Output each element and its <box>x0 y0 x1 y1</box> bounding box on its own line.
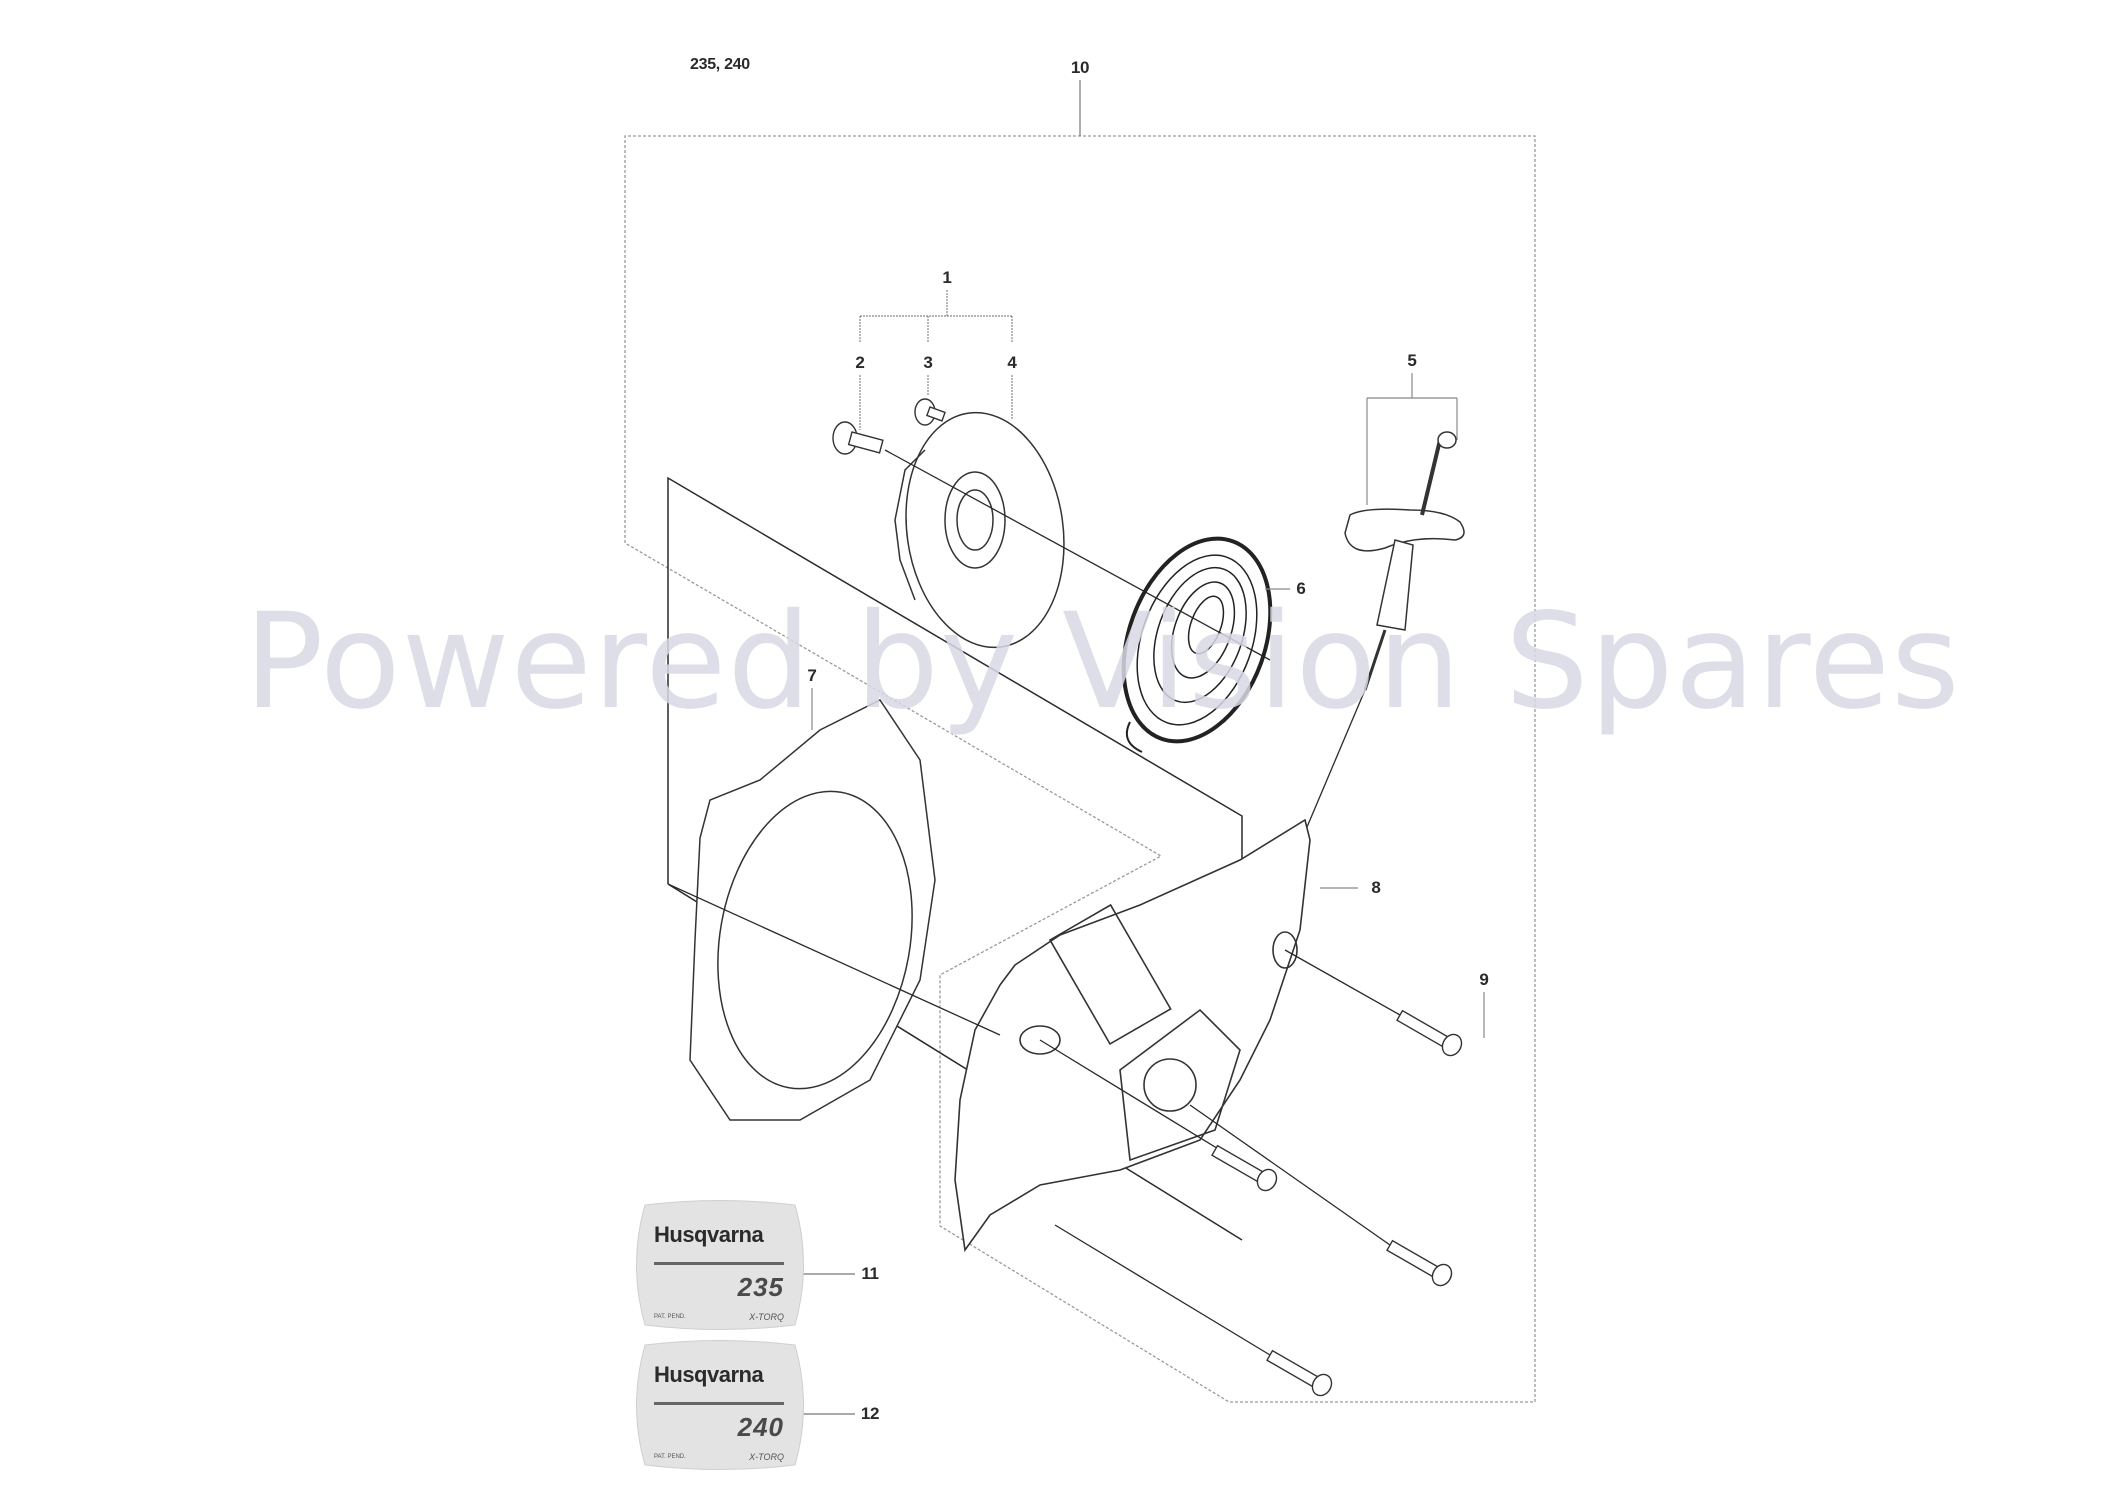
decal-shape-12 <box>636 1340 804 1470</box>
callout-5[interactable]: 5 <box>1407 351 1417 370</box>
decal-235: Husqvarna 235 PAT. PEND. X-TORQ <box>632 1196 804 1334</box>
model-label: 235, 240 <box>690 56 750 73</box>
decal-model-number: 235 <box>737 1272 784 1302</box>
callout-4[interactable]: 4 <box>1007 353 1017 372</box>
decal-patent-text: PAT. PEND. <box>654 1454 686 1460</box>
screw-part-9 <box>1211 1009 1463 1397</box>
leader-1-bracket <box>859 290 1013 430</box>
callout-12[interactable]: 12 <box>860 1404 880 1423</box>
callout-6[interactable]: 6 <box>1296 579 1306 598</box>
decal-series-text: X-TORQ <box>749 1312 784 1322</box>
assembly-boundary <box>624 135 1536 1403</box>
callout-10[interactable]: 10 <box>1070 58 1090 77</box>
decal-patent-text: PAT. PEND. <box>654 1314 686 1320</box>
callout-9[interactable]: 9 <box>1479 970 1489 989</box>
leader-5-bracket <box>1366 373 1458 505</box>
washer-part-3 <box>914 398 946 426</box>
callout-3[interactable]: 3 <box>923 353 933 372</box>
fan-guard-part-7 <box>689 699 936 1121</box>
starter-housing-part-8 <box>954 818 1311 1253</box>
callout-11[interactable]: 11 <box>861 1264 879 1283</box>
decal-series-text: X-TORQ <box>749 1452 784 1462</box>
decal-brand: Husqvarna <box>654 1222 764 1247</box>
starter-handle-part-5 <box>1344 431 1465 691</box>
decal-brand: Husqvarna <box>654 1362 764 1387</box>
callout-7[interactable]: 7 <box>807 666 817 685</box>
decal-shape-11 <box>636 1200 804 1330</box>
decal-model-number: 240 <box>737 1412 784 1442</box>
axis-line-pulley <box>884 449 1271 661</box>
callout-2[interactable]: 2 <box>855 353 865 372</box>
decal-divider <box>654 1402 784 1405</box>
screw-part-2 <box>832 421 884 455</box>
callout-8[interactable]: 8 <box>1371 878 1381 897</box>
assembly-axis-lines <box>667 883 1401 1356</box>
callout-1[interactable]: 1 <box>942 268 952 287</box>
decal-divider <box>654 1262 784 1265</box>
decal-240: Husqvarna 240 PAT. PEND. X-TORQ <box>632 1336 804 1474</box>
spring-part-6 <box>1121 536 1273 753</box>
pulley-part-4 <box>894 411 1065 649</box>
